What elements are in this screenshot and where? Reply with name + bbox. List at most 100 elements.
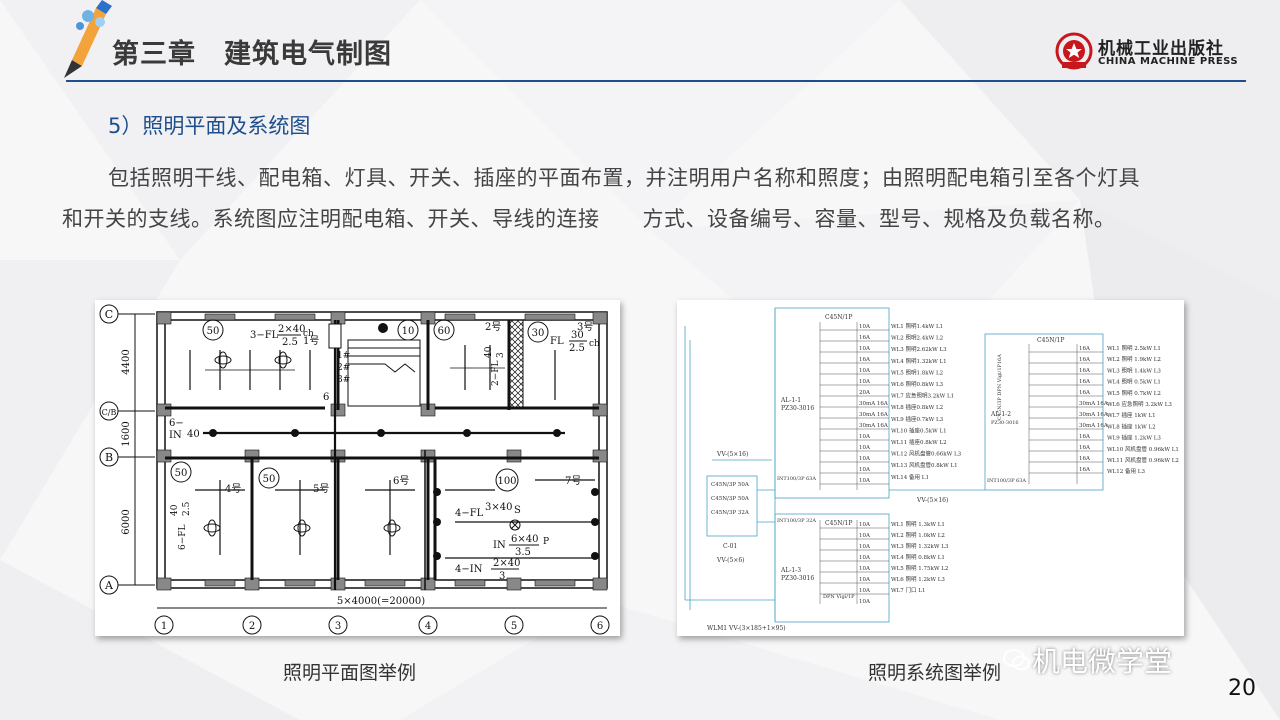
label-fl6-den: 2.5 (182, 501, 192, 516)
label-in6-val: 40 (187, 429, 200, 440)
box1-rating-10: 30mA 16A (859, 423, 889, 429)
feeder-lines (684, 307, 1104, 623)
room-6: 6号 (393, 475, 409, 487)
dim-bottom: 5×4000(=20000) (337, 596, 425, 607)
label-in6-b: IN (169, 430, 182, 441)
label-in-mid-num: 6×40 (511, 534, 538, 545)
box2-rating-6: 30mA 16A (1079, 401, 1109, 407)
system-caption: 照明系统图举例 (868, 662, 1002, 684)
box2-circuit-12: WL12 备用 L3 (1107, 467, 1145, 475)
box1-circuit-7: WL7 应急照明3.2kW L1 (891, 392, 954, 400)
page-number: 20 (1228, 676, 1256, 701)
label-flr: FL (550, 336, 564, 347)
box2-circuit-8: WL8 插座 1kW L2 (1107, 422, 1156, 430)
box1-circuit-11: WL11 插座0.8kW L2 (891, 438, 947, 446)
left-box-item-2: C45N/3P 50A (711, 496, 750, 502)
label-in4-den: 3 (499, 571, 505, 582)
illuminance-markers (170, 319, 549, 492)
box1-name: AL-1-1 (780, 397, 801, 404)
box2-rating-12: 16A (1079, 467, 1091, 473)
stairs (347, 339, 421, 407)
label-fl3-ch: ch (303, 329, 314, 339)
box2-rating-7: 30mA 16A (1079, 412, 1109, 418)
box1-circuit-9: WL9 插座0.7kW L3 (891, 415, 944, 423)
axis-num-4: 4 (425, 621, 431, 632)
building-walls (156, 311, 608, 589)
box2-circuit-6: WL6 应急照明 3.2kW L3 (1107, 400, 1172, 408)
wall-outlets (433, 488, 599, 560)
box1-circuit-10: WL10 插座0.5kW L1 (891, 426, 947, 434)
axis-markers-numbers (154, 615, 610, 635)
publisher-logo: 机械工业出版社 CHINA MACHINE PRESS (1054, 30, 1254, 72)
distribution-box (328, 323, 342, 349)
floor-mark-1: 1# (337, 351, 350, 361)
left-box-item-3: C45N/3P 32A (711, 510, 750, 516)
box1-main: INT100/3P 63A (777, 476, 816, 482)
lighting-system-figure: C45N/1P AL-1-1 PZ30-3016 INT100/3P 63A 1… (677, 300, 1184, 636)
floor-mark-2: 2# (337, 363, 350, 373)
box1-rating-12: 10A (859, 445, 871, 451)
box1-rating-13: 10A (859, 456, 871, 462)
box3-main: INT100/3P 32A (777, 518, 816, 524)
label-fl3-num: 2×40 (278, 324, 305, 335)
axis-num-2: 2 (249, 621, 255, 632)
room-5: 5号 (313, 483, 329, 495)
section-title: 5）照明平面及系统图 (108, 114, 311, 138)
watermark-text: 机电微学堂 (1032, 645, 1173, 678)
box3-rcd: DPN Vigi/1P (823, 594, 855, 600)
box1-rating-15: 10A (859, 478, 871, 484)
box2-rating-4: 16A (1079, 379, 1091, 385)
box1-rating-11: 10A (859, 434, 871, 440)
box1-rating-8: 30mA 16A (859, 401, 889, 407)
label-fl4-s: S (514, 505, 521, 516)
publisher-emblem-icon (1055, 32, 1093, 70)
box1-rating-6: 10A (859, 379, 871, 385)
label-flr-ch: ch (589, 339, 600, 349)
label-flr-num: 30 (571, 330, 584, 341)
box2-circuit-4: WL4 照明 0.5kW L1 (1107, 379, 1161, 386)
box2-rcd: C45N/3P DPN Vigi/1P16A (997, 354, 1003, 420)
box1-rows (819, 322, 889, 490)
box2-rating-5: 16A (1079, 390, 1091, 396)
box3-circuit-7: WL7 门口 L1 (891, 586, 925, 594)
feeder-4: WLM1 VV-(3×185+1×95) (707, 625, 786, 632)
pencil-logo-icon (64, 0, 112, 78)
illum-2: 10 (402, 326, 415, 337)
shaft-hatch (508, 319, 524, 409)
box3-circuit-5: WL5 照明 1.75kW L2 (891, 565, 948, 572)
box1-circuit-5: WL5 照明1.8kW L2 (891, 369, 943, 376)
box2-rating-10: 16A (1079, 445, 1091, 451)
box1-rating-14: 10A (859, 467, 871, 473)
wall-columns (156, 311, 608, 591)
label-flr-den: 2.5 (569, 343, 585, 354)
box1-circuit-14: WL14 备用 L1 (891, 473, 929, 481)
box2-circuit-11: WL11 风机盘管 0.96kW L2 (1107, 456, 1179, 464)
room-4: 4号 (225, 483, 241, 495)
axis-label-b: B (105, 451, 113, 464)
illum-1: 50 (207, 326, 220, 337)
box3-header: C45N/1P (825, 520, 852, 527)
box1-circuit-3: WL3 照明2.62kW L3 (891, 346, 947, 353)
illum-5: 50 (175, 468, 188, 479)
feeder-1: VV-(5×16) (716, 451, 748, 458)
label-in4: 4−IN (455, 564, 483, 575)
label-fl4-num: 3×40 (485, 502, 512, 513)
box3-circuit-1: WL1 照明 1.3kW L1 (891, 521, 945, 528)
box1-rating-1: 10A (859, 324, 871, 330)
box2-main: INT100/3P 63A (987, 478, 1026, 484)
axis-num-3: 3 (335, 621, 341, 632)
box3-circuit-3: WL3 照明 1.32kW L3 (891, 543, 949, 550)
room-7: 7号 (565, 475, 581, 487)
room-3: 3号 (577, 321, 593, 333)
box2-circuit-9: WL9 插座 1.2kW L3 (1107, 434, 1161, 442)
axis-label-cb: C/B (102, 408, 117, 417)
box3-circuit-4: WL4 照明 0.8kW L1 (891, 554, 945, 561)
axis-num-6: 6 (597, 621, 603, 632)
label-fl3: 3−FL (250, 330, 279, 341)
circuit-count-6: 6 (323, 392, 329, 403)
